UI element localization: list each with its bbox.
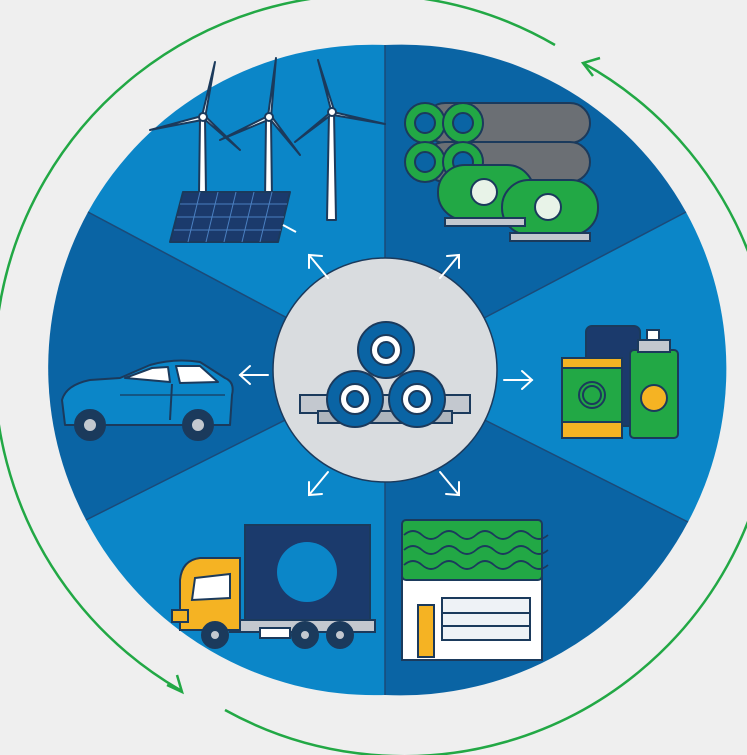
- arrow-left-icon: [238, 365, 269, 385]
- arrowhead-top-icon: [580, 56, 601, 77]
- cycle-arc-right: [224, 61, 747, 755]
- truck-icon: [171, 524, 376, 649]
- segment-automotive: [48, 212, 386, 520]
- cans-icon: [561, 325, 679, 439]
- arrow-right-icon: [503, 370, 534, 390]
- direction-arrows: [238, 253, 534, 497]
- arrow-up-right-icon: [439, 253, 460, 279]
- arrow-down-left-icon: [308, 471, 329, 497]
- segment-cans: [385, 212, 727, 522]
- wind-turbines-solar-panel-icon: [149, 57, 386, 243]
- cycle-arc-left: [0, 0, 556, 692]
- arrowhead-bottom-icon: [166, 674, 184, 695]
- pipes-and-tanks-icon: [404, 102, 599, 242]
- building-icon: [401, 519, 549, 661]
- car-icon: [61, 359, 234, 441]
- arrow-up-left-icon: [308, 253, 329, 279]
- arrow-down-right-icon: [439, 471, 460, 497]
- steel-coils-icon: [299, 321, 471, 428]
